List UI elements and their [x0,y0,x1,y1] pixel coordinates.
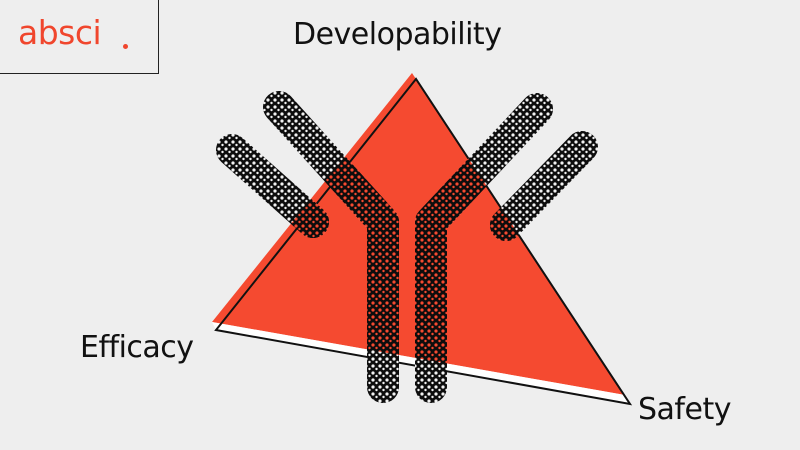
logo-box: absci [0,0,159,74]
absci-logo: absci [18,13,102,52]
logo-dot [123,44,128,49]
label-safety: Safety [638,392,731,427]
label-developability: Developability [293,17,502,52]
label-efficacy: Efficacy [80,330,194,365]
